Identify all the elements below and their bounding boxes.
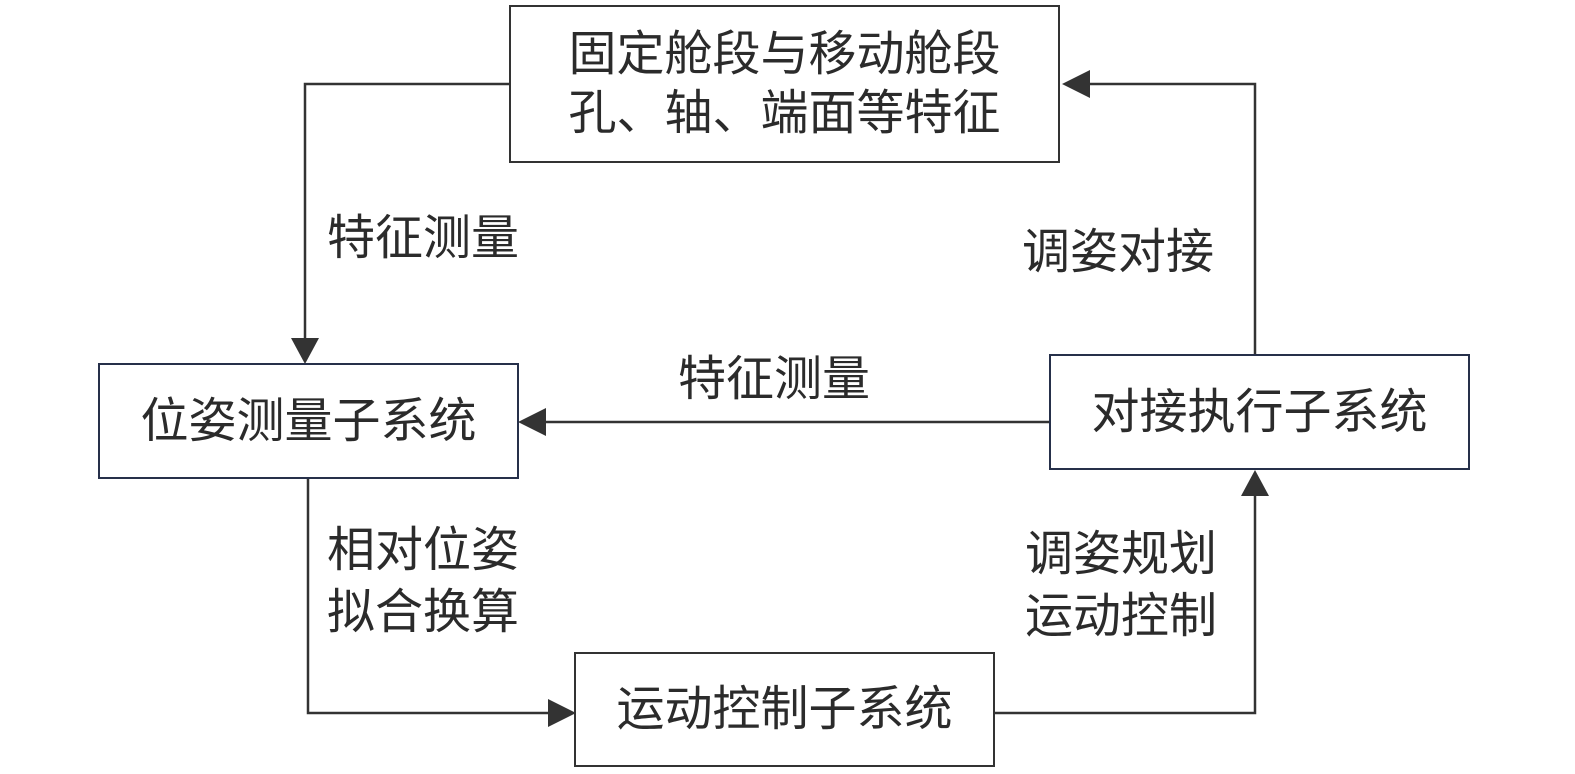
docking-execution-box: 对接执行子系统 (1049, 354, 1470, 470)
arrow-docking-to-features (1088, 82, 1257, 355)
arrow-features-to-pose (303, 82, 512, 360)
edge-label-text: 调姿对接 (1022, 224, 1215, 280)
arrow-pose-to-motion (306, 478, 550, 715)
edge-label-line-1: 相对位姿 (327, 522, 520, 578)
docking-execution-label: 对接执行子系统 (1091, 383, 1428, 440)
motion-control-label: 运动控制子系统 (616, 681, 953, 738)
features-line-2: 孔、轴、端面等特征 (568, 85, 1001, 141)
features-line-1: 固定舱段与移动舱段 (568, 26, 1001, 83)
arrowhead-left-features (1062, 70, 1090, 98)
arrow-motion-to-docking (995, 496, 1257, 715)
motion-control-box: 运动控制子系统 (574, 652, 995, 767)
edge-label-feature-measure-middle: 特征测量 (678, 348, 870, 410)
arrowhead-left-pose (518, 408, 546, 436)
features-box: 固定舱段与移动舱段 孔、轴、端面等特征 (509, 5, 1060, 163)
arrowhead-up-docking (1241, 470, 1269, 496)
edge-label-line-1: 调姿规划 (1025, 526, 1218, 582)
arrowhead-right-motion (548, 699, 576, 727)
arrowhead-down-pose (291, 338, 319, 364)
edge-label-text: 特征测量 (678, 351, 871, 407)
edge-label-feature-measure-left: 特征测量 (327, 207, 519, 269)
edge-label-line-2: 运动控制 (1025, 588, 1218, 645)
pose-measurement-box: 位姿测量子系统 (98, 363, 519, 479)
edge-label-adjust-planning: 调姿规划 运动控制 (1025, 523, 1217, 648)
edge-label-adjust-docking: 调姿对接 (1022, 221, 1214, 283)
pose-measurement-label: 位姿测量子系统 (140, 392, 477, 449)
edge-label-relative-pose: 相对位姿 拟合换算 (327, 519, 519, 644)
edge-label-line-2: 拟合换算 (327, 584, 520, 641)
edge-label-text: 特征测量 (327, 210, 520, 266)
